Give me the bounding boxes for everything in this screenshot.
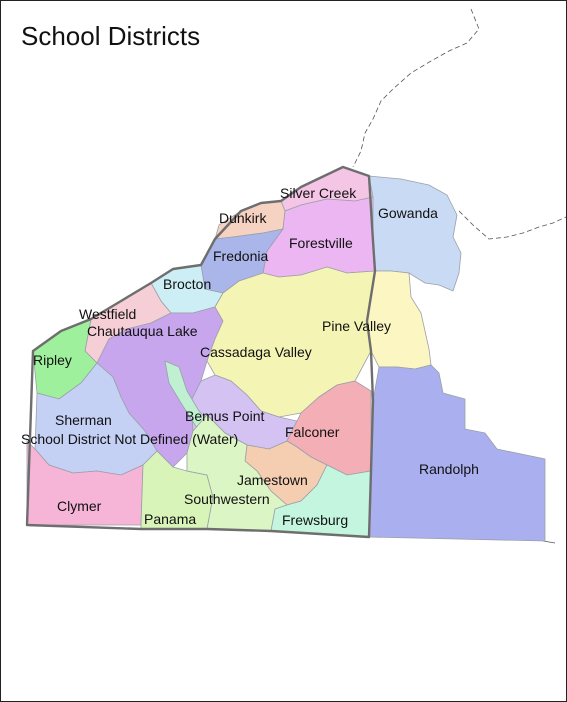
label-bemus-point: Bemus Point [185, 408, 264, 424]
label-westfield: Westfield [79, 306, 136, 322]
district-frewsburg[interactable] [270, 464, 372, 538]
label-fredonia: Fredonia [213, 248, 268, 264]
label-brocton: Brocton [163, 276, 211, 292]
label-southwestern: Southwestern [184, 491, 270, 507]
label-ripley: Ripley [33, 352, 72, 368]
label-jamestown: Jamestown [237, 472, 308, 488]
label-pine-valley: Pine Valley [322, 318, 391, 334]
map-title: School Districts [21, 21, 201, 51]
label-forestville: Forestville [289, 235, 353, 251]
label-gowanda: Gowanda [378, 205, 438, 221]
label-frewsburg: Frewsburg [282, 512, 348, 528]
label-cassadaga-valley: Cassadaga Valley [200, 344, 312, 360]
county-line-north [352, 8, 480, 168]
county-line-east [458, 210, 566, 240]
district-clymer[interactable] [26, 440, 144, 526]
label-sherman: Sherman [55, 412, 112, 428]
label-clymer: Clymer [57, 498, 102, 514]
label-silver-creek: Silver Creek [280, 185, 357, 201]
label-falconer: Falconer [285, 424, 340, 440]
label-water: School District Not Defined (Water) [21, 431, 238, 447]
district-pine-valley[interactable] [366, 270, 432, 370]
county-outline [25, 165, 377, 539]
district-southwestern[interactable] [186, 414, 288, 532]
district-randolph[interactable] [368, 364, 546, 542]
label-dunkirk: Dunkirk [219, 210, 267, 226]
label-randolph: Randolph [419, 461, 479, 477]
label-chautauqua-lake: Chautauqua Lake [87, 323, 198, 339]
label-panama: Panama [144, 511, 196, 527]
